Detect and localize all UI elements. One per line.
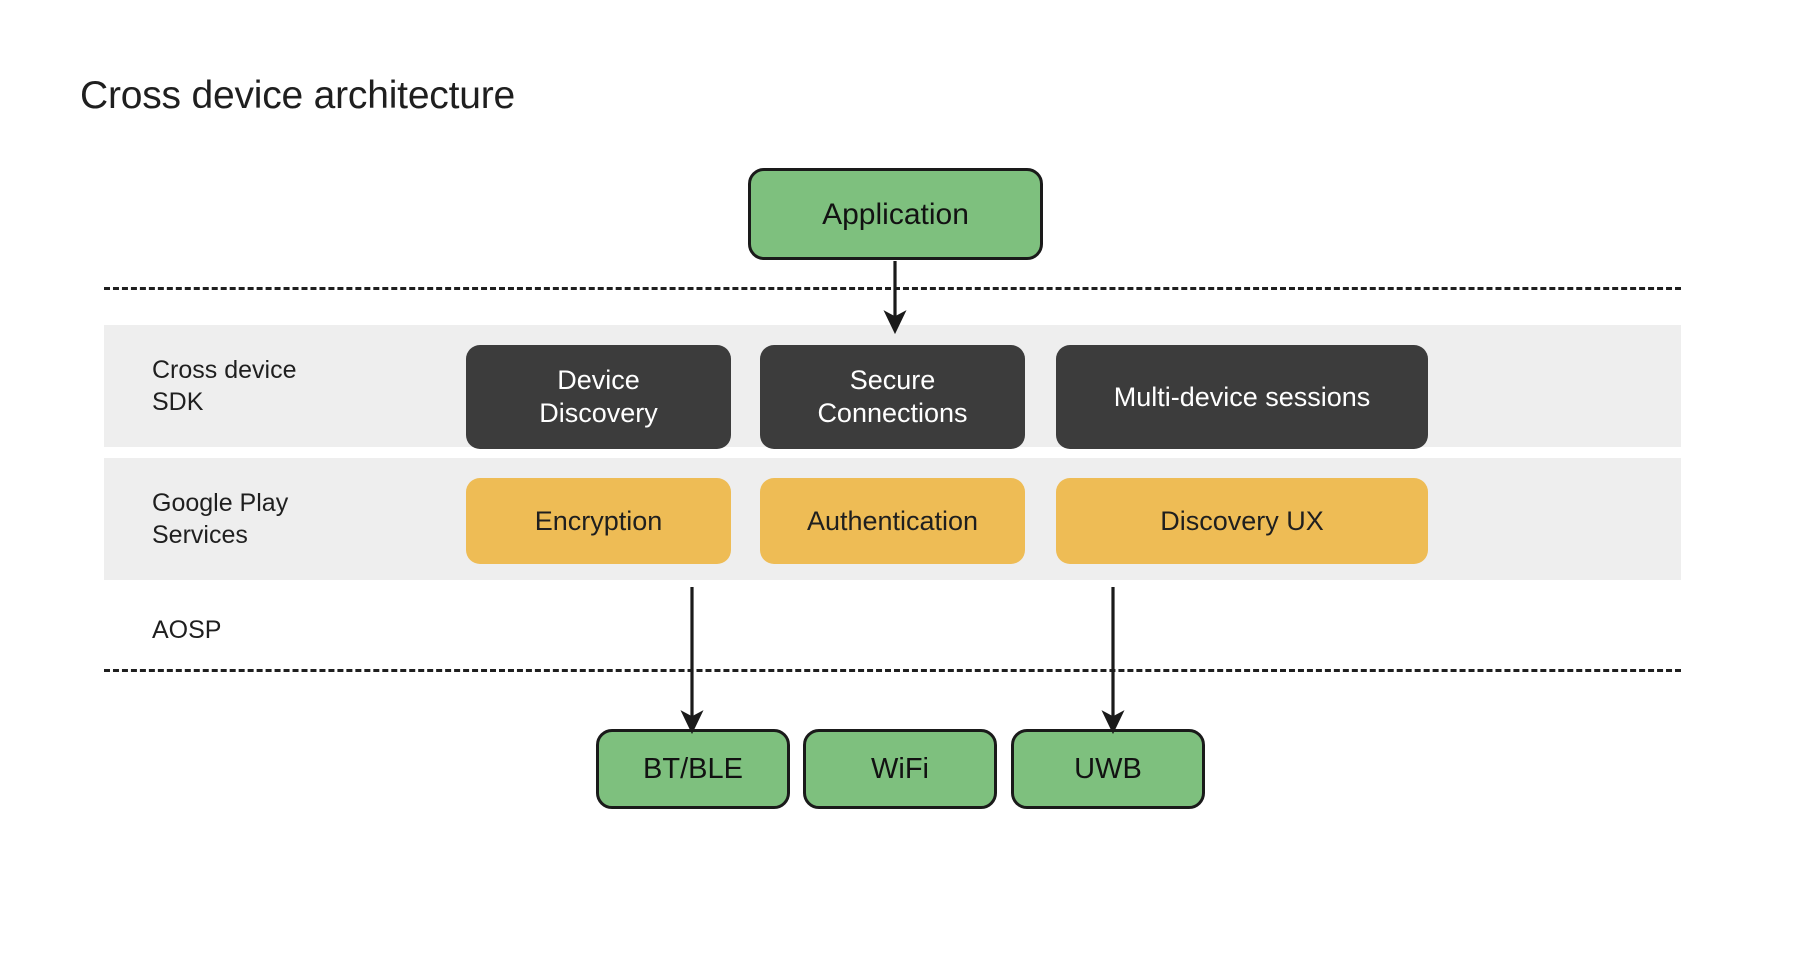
chip-discovery-ux[interactable]: Discovery UX <box>1056 478 1428 564</box>
layer-label-google-play-services: Google Play Services <box>152 489 289 549</box>
application-box[interactable]: Application <box>748 168 1043 260</box>
chip-multi-device-sessions[interactable]: Multi-device sessions <box>1056 345 1428 449</box>
layer-label-aosp: AOSP <box>152 616 222 644</box>
chip-device-discovery[interactable]: Device Discovery <box>466 345 731 449</box>
page-title: Cross device architecture <box>80 74 516 117</box>
divider-top <box>104 287 1681 290</box>
chip-secure-connections[interactable]: Secure Connections <box>760 345 1025 449</box>
transport-bt-ble[interactable]: BT/BLE <box>596 729 790 809</box>
transport-wifi[interactable]: WiFi <box>803 729 997 809</box>
chip-authentication[interactable]: Authentication <box>760 478 1025 564</box>
layer-label-cross-device-sdk: Cross device SDK <box>152 356 297 416</box>
divider-bottom <box>104 669 1681 672</box>
chip-encryption[interactable]: Encryption <box>466 478 731 564</box>
transport-uwb[interactable]: UWB <box>1011 729 1205 809</box>
